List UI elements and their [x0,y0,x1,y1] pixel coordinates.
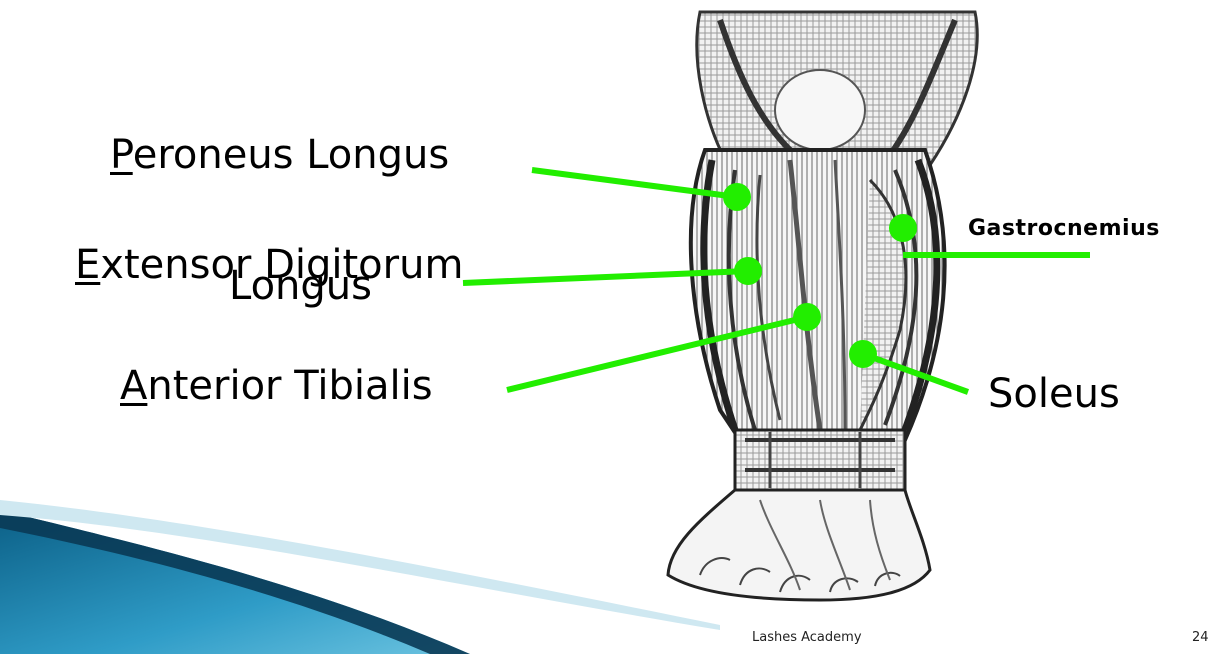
pointer-dot-extensor [737,260,759,282]
label-anterior-tibialis: Anterior Tibialis [120,363,433,409]
label-peroneus-initial: P [110,132,133,178]
label-peroneus-rest: eroneus Longus [133,132,450,178]
label-gastrocnemius: Gastrocnemius [968,216,1160,241]
footer-org: Lashes Academy [752,630,862,645]
foot [668,490,930,600]
label-soleus: Soleus [988,371,1120,417]
label-anterior-rest: nterior Tibialis [147,363,432,409]
label-extensor-initial: E [75,242,100,288]
pointer-dot-anterior [796,306,818,328]
pointer-dot-soleus [852,343,874,365]
decorative-swoosh [0,500,720,654]
label-peroneus-longus: Peroneus Longus [110,132,449,178]
pointer-dot-peroneus [726,186,748,208]
label-anterior-initial: A [120,363,147,409]
page-number: 24 [1192,630,1209,645]
label-extensor-longus: Longus [229,263,372,309]
knee-region [697,12,977,165]
ankle-region [735,430,905,490]
